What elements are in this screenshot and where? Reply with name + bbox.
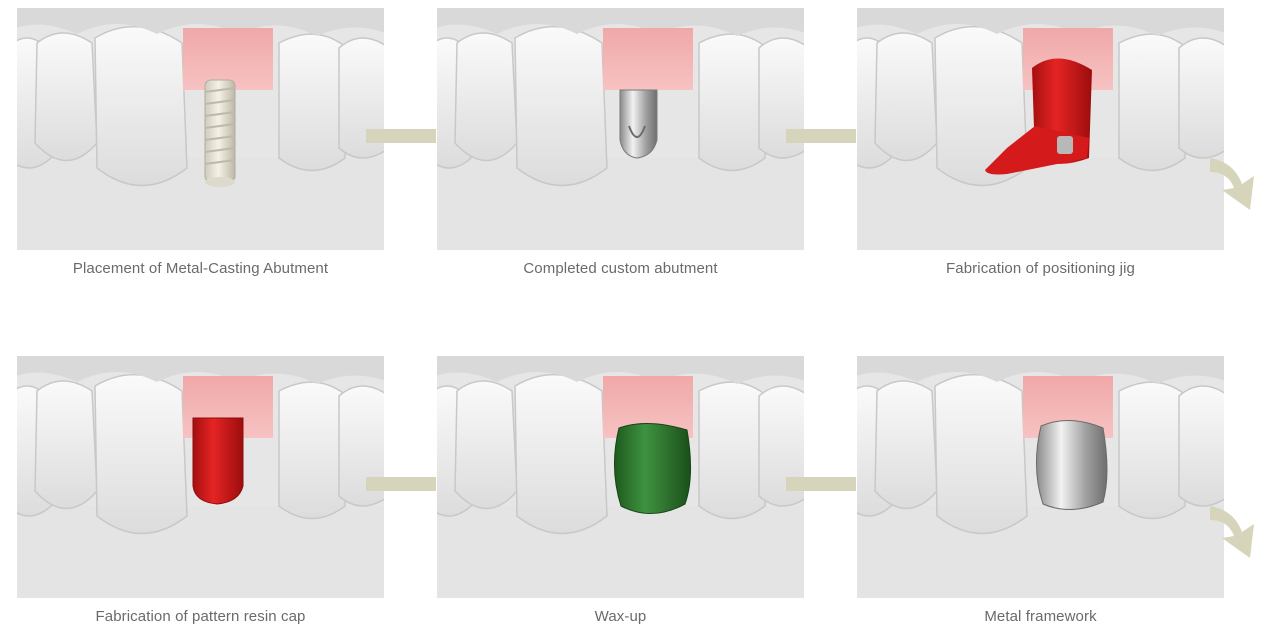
step-1-caption: Placement of Metal-Casting Abutment xyxy=(17,260,384,277)
step-4-panel xyxy=(17,356,384,598)
step-3-panel xyxy=(857,8,1224,250)
connector-2 xyxy=(786,129,856,143)
step-2-panel xyxy=(437,8,804,250)
curved-arrow-down-icon xyxy=(1206,150,1270,214)
step-3-caption: Fabrication of positioning jig xyxy=(857,260,1224,277)
metal-abutment-icon xyxy=(620,90,657,158)
implant-screw-icon xyxy=(205,80,235,187)
metal-crown-icon xyxy=(1036,420,1107,509)
wax-crown-icon xyxy=(614,423,690,513)
step-4-caption: Fabrication of pattern resin cap xyxy=(17,608,384,625)
step-6-caption: Metal framework xyxy=(857,608,1224,625)
connector-1 xyxy=(366,129,436,143)
step-1-panel xyxy=(17,8,384,250)
connector-4 xyxy=(786,477,856,491)
connector-3 xyxy=(366,477,436,491)
resin-cap-icon xyxy=(193,418,243,504)
step-2-caption: Completed custom abutment xyxy=(437,260,804,277)
step-5-panel xyxy=(437,356,804,598)
step-5-caption: Wax-up xyxy=(437,608,804,625)
curved-arrow-down-icon xyxy=(1206,498,1270,562)
step-6-panel xyxy=(857,356,1224,598)
